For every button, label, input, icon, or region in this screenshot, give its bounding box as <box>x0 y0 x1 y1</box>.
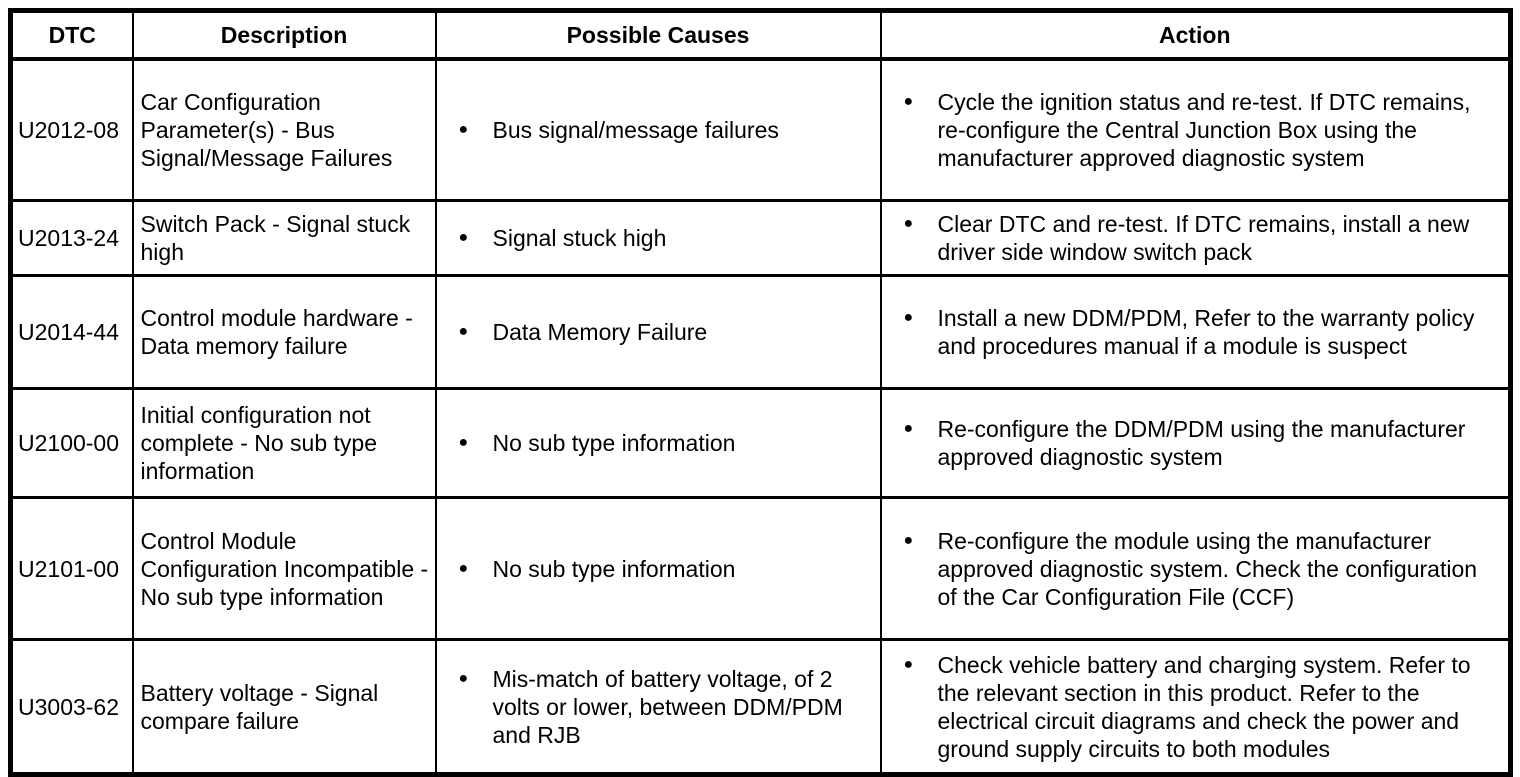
column-header-dtc: DTC <box>9 9 134 61</box>
action-text: Check vehicle battery and charging syste… <box>937 651 1471 762</box>
action-cell: ● Re-configure the DDM/PDM using the man… <box>879 387 1512 499</box>
cause-text: No sub type information <box>492 430 736 456</box>
bullet-icon: ● <box>903 655 914 673</box>
cause-text: Bus signal/message failures <box>492 117 779 143</box>
cause-text: Mis-match of battery voltage, of 2 volts… <box>492 665 843 748</box>
column-header-possible-causes: Possible Causes <box>434 9 882 61</box>
cause-text: Data Memory Failure <box>492 319 708 345</box>
cause-item: ● Signal stuck high <box>438 224 874 252</box>
possible-causes-cell: ● Bus signal/message failures <box>434 57 882 202</box>
dtc-code: U2012-08 <box>9 57 134 202</box>
bullet-icon: ● <box>903 420 914 437</box>
dtc-description: Battery voltage - Signal compare failure <box>131 638 437 776</box>
possible-causes-cell: ● Mis-match of battery voltage, of 2 vol… <box>434 638 882 776</box>
table-row: U2100-00 Initial configuration not compl… <box>9 387 1512 499</box>
possible-causes-cell: ● Signal stuck high <box>434 199 882 277</box>
dtc-code: U2101-00 <box>9 496 134 641</box>
action-text: Clear DTC and re-test. If DTC remains, i… <box>937 211 1470 265</box>
action-cell: ● Clear DTC and re-test. If DTC remains,… <box>879 199 1512 277</box>
cause-item: ● Mis-match of battery voltage, of 2 vol… <box>438 665 874 749</box>
action-text: Re-configure the DDM/PDM using the manuf… <box>937 416 1466 470</box>
cause-item: ● Data Memory Failure <box>438 318 874 346</box>
action-text: Re-configure the module using the manufa… <box>937 527 1478 610</box>
table-body: U2012-08 Car Configuration Parameter(s) … <box>9 57 1512 776</box>
dtc-description: Initial configuration not complete - No … <box>131 387 437 499</box>
action-cell: ● Install a new DDM/PDM, Refer to the wa… <box>879 274 1512 390</box>
action-item: ● Cycle the ignition status and re-test.… <box>883 88 1503 172</box>
action-text: Cycle the ignition status and re-test. I… <box>937 89 1471 171</box>
table-header: DTC Description Possible Causes Action <box>9 9 1512 61</box>
dtc-table: DTC Description Possible Causes Action U… <box>8 8 1513 777</box>
bullet-icon: ● <box>458 121 469 138</box>
table-row: U2013-24 Switch Pack - Signal stuck high… <box>9 199 1512 277</box>
cause-item: ● No sub type information <box>438 555 874 583</box>
cause-text: Signal stuck high <box>492 225 667 251</box>
action-item: ● Check vehicle battery and charging sys… <box>883 651 1503 763</box>
bullet-icon: ● <box>458 323 469 340</box>
dtc-code: U3003-62 <box>9 638 134 776</box>
action-item: ● Re-configure the DDM/PDM using the man… <box>883 415 1503 471</box>
table-row: U2012-08 Car Configuration Parameter(s) … <box>9 57 1512 202</box>
action-text: Install a new DDM/PDM, Refer to the warr… <box>937 305 1475 359</box>
dtc-code: U2100-00 <box>9 387 134 499</box>
dtc-description: Control module hardware - Data memory fa… <box>131 274 437 390</box>
possible-causes-cell: ● No sub type information <box>434 387 882 499</box>
action-item: ● Re-configure the module using the manu… <box>883 527 1503 611</box>
cause-item: ● Bus signal/message failures <box>438 116 874 144</box>
bullet-icon: ● <box>903 215 914 232</box>
dtc-description: Switch Pack - Signal stuck high <box>131 199 437 277</box>
table-row: U3003-62 Battery voltage - Signal compar… <box>9 638 1512 776</box>
bullet-icon: ● <box>903 93 914 110</box>
dtc-code: U2013-24 <box>9 199 134 277</box>
dtc-code: U2014-44 <box>9 274 134 390</box>
table-row: U2014-44 Control module hardware - Data … <box>9 274 1512 390</box>
bullet-icon: ● <box>458 434 469 451</box>
dtc-description: Car Configuration Parameter(s) - Bus Sig… <box>131 57 437 202</box>
possible-causes-cell: ● Data Memory Failure <box>434 274 882 390</box>
column-header-description: Description <box>131 9 437 61</box>
cause-item: ● No sub type information <box>438 429 874 457</box>
document-page: DTC Description Possible Causes Action U… <box>8 8 1513 777</box>
possible-causes-cell: ● No sub type information <box>434 496 882 641</box>
dtc-description: Control Module Configuration Incompatibl… <box>131 496 437 641</box>
bullet-icon: ● <box>458 229 469 246</box>
cause-text: No sub type information <box>492 555 736 582</box>
action-item: ● Install a new DDM/PDM, Refer to the wa… <box>883 304 1503 360</box>
action-item: ● Clear DTC and re-test. If DTC remains,… <box>883 210 1503 266</box>
action-cell: ● Check vehicle battery and charging sys… <box>879 638 1512 776</box>
action-cell: ● Cycle the ignition status and re-test.… <box>879 57 1512 202</box>
table-row: U2101-00 Control Module Configuration In… <box>9 496 1512 641</box>
bullet-icon: ● <box>903 531 914 549</box>
bullet-icon: ● <box>458 559 469 577</box>
bullet-icon: ● <box>458 669 469 687</box>
action-cell: ● Re-configure the module using the manu… <box>879 496 1512 641</box>
header-row: DTC Description Possible Causes Action <box>9 9 1512 61</box>
bullet-icon: ● <box>903 309 914 326</box>
column-header-action: Action <box>879 9 1512 61</box>
